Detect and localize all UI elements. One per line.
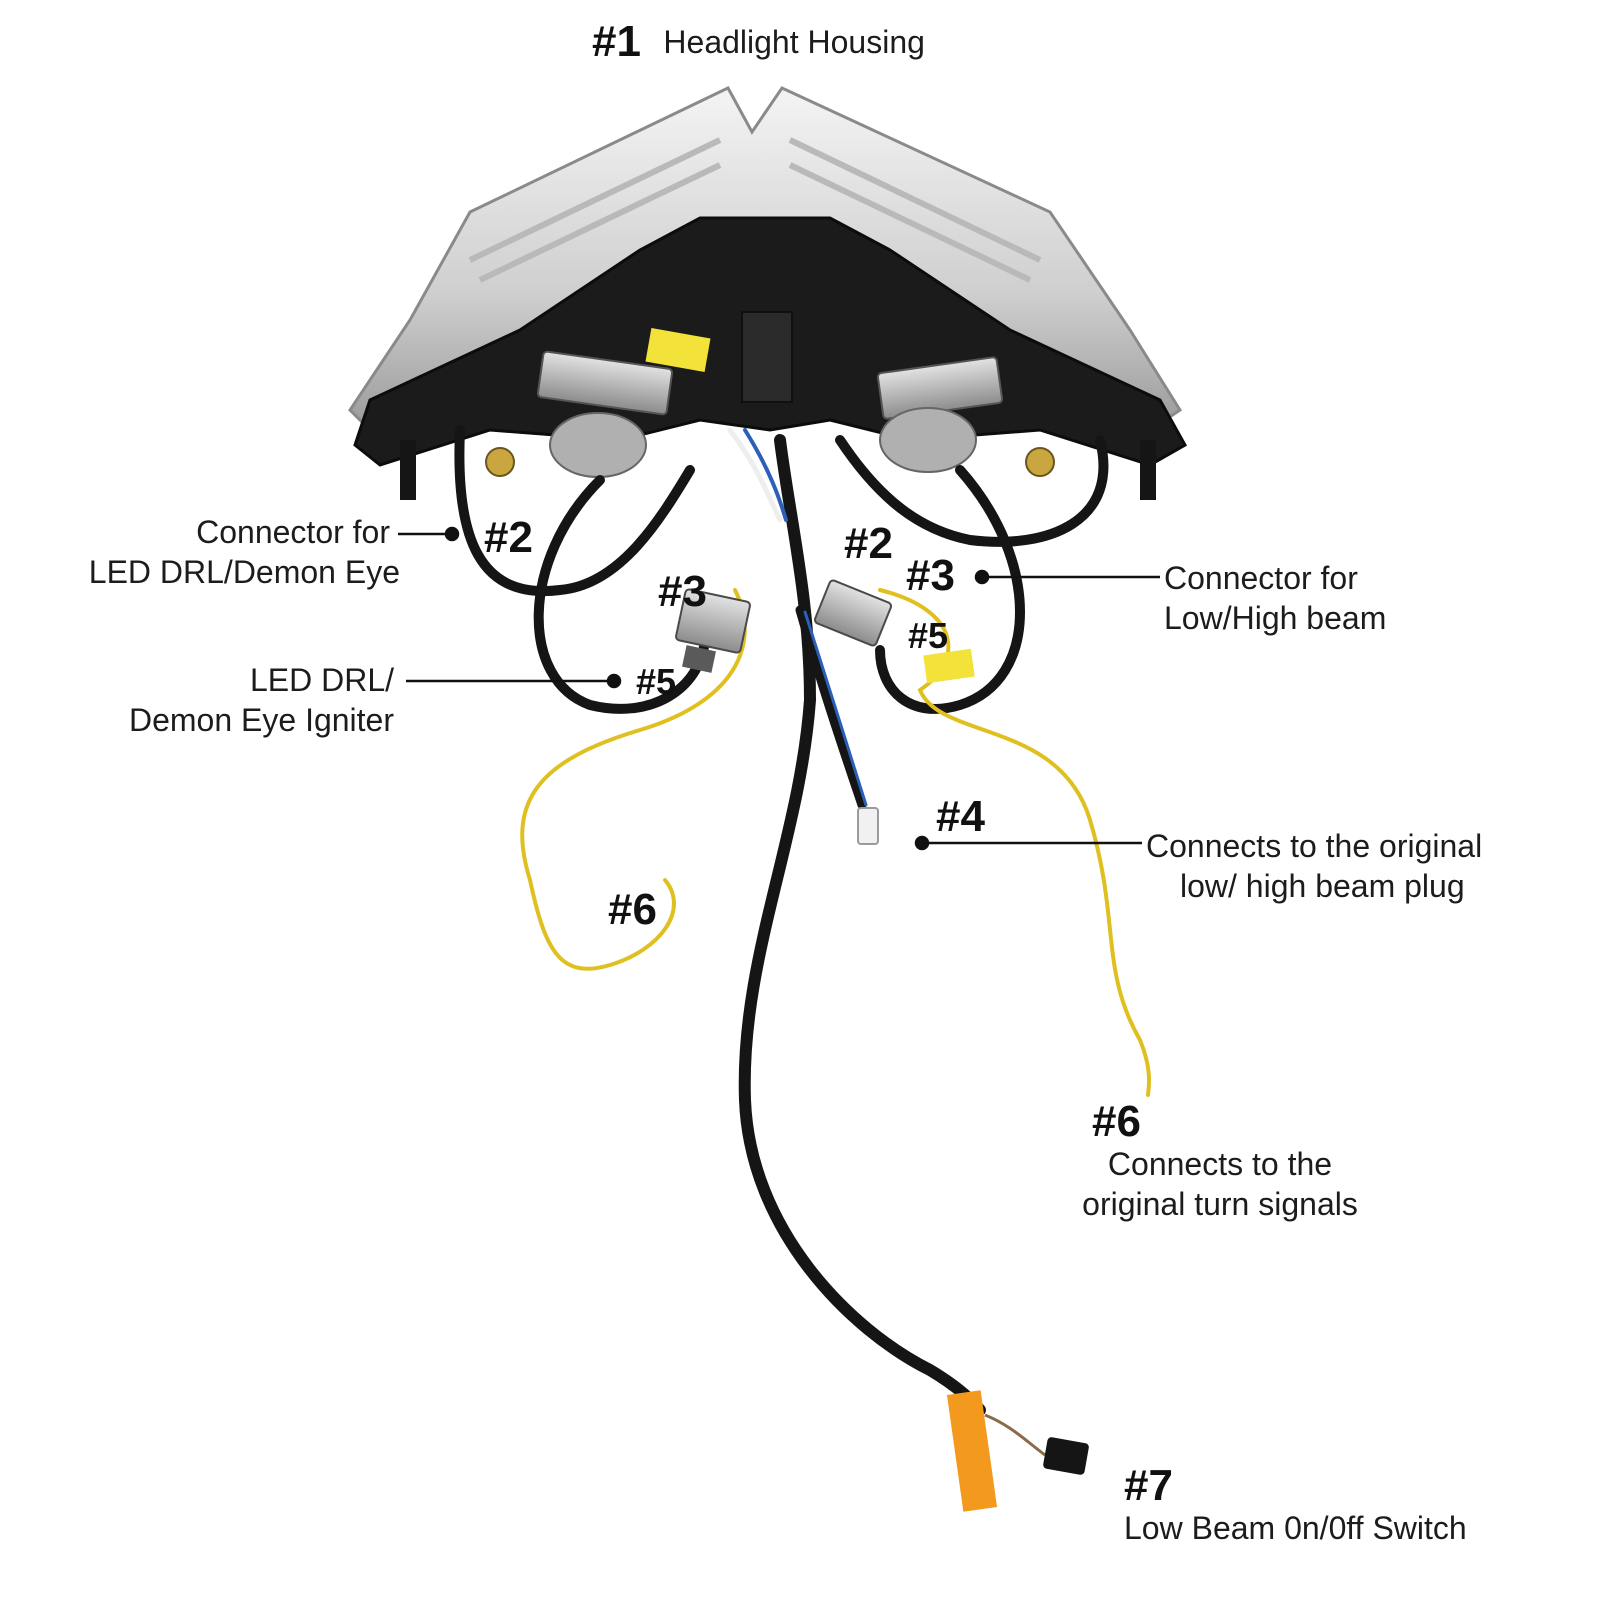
mount-post-right <box>1140 440 1156 500</box>
wire-left-loop <box>533 475 710 714</box>
igniter-label-line2: Demon Eye Igniter <box>128 702 394 738</box>
igniter-label-line1: LED DRL/ <box>249 662 394 698</box>
beam-plug-label-line2: low/ high beam plug <box>1180 868 1465 904</box>
lens-ribs <box>468 137 1042 283</box>
title-text: Headlight Housing <box>663 24 925 60</box>
igniter-number: #5 <box>636 661 677 702</box>
marker-left-6: #6 <box>608 885 657 934</box>
adjuster-screw-left <box>485 447 515 477</box>
turn-signals-label-line1: Connects to the <box>1107 1146 1333 1182</box>
igniter-module-right <box>813 579 975 684</box>
drl-connector-label-line1: Connector for <box>196 514 390 550</box>
lead-blue <box>743 428 788 522</box>
beam-plug-number: #4 <box>936 792 985 841</box>
wire-plug-pair <box>795 605 867 810</box>
lead-white <box>727 427 783 523</box>
switch-leads <box>984 1413 1046 1457</box>
mount-post-left <box>400 440 416 500</box>
wire-main-trunk <box>738 434 986 1416</box>
heatsink-right <box>879 407 977 473</box>
beam-connector-label-line2: Low/High beam <box>1164 600 1387 636</box>
turn-signal-wire-left <box>520 588 747 971</box>
title: #1 Headlight Housing <box>592 18 925 66</box>
beam-plug-label-line1: Connects to the original <box>1146 828 1483 864</box>
drl-connector-label-line2: LED DRL/Demon Eye <box>88 554 400 590</box>
igniter-module-left <box>675 588 751 673</box>
turn-signals-number: #6 <box>1092 1097 1141 1146</box>
leader-igniter-dot <box>606 673 622 689</box>
beam-plug-connector <box>857 807 879 845</box>
switch-label: Low Beam 0n/0ff Switch <box>1124 1510 1467 1546</box>
title-number: #1 <box>592 17 641 66</box>
turn-signals-label-line2: original turn signals <box>1082 1186 1358 1222</box>
wiring-harness <box>454 425 1151 1416</box>
marker-right-5: #5 <box>908 615 949 656</box>
drl-module-left <box>536 350 674 416</box>
center-mount <box>741 311 793 403</box>
marker-left-3: #3 <box>658 567 707 616</box>
wire-drl-left <box>454 425 695 597</box>
beam-connector-label-line1: Connector for <box>1164 560 1358 596</box>
adjuster-screw-right <box>1025 447 1055 477</box>
wire-beam-right <box>835 435 1109 547</box>
switch-tag <box>946 1390 998 1512</box>
leader-beam-plug-dot <box>914 835 930 851</box>
switch-number: #7 <box>1124 1461 1173 1510</box>
marker-right-2: #2 <box>844 519 893 568</box>
headlight-housing <box>348 86 1188 500</box>
wire-right-loop <box>875 465 1025 714</box>
yellow-sticker <box>645 328 711 372</box>
leader-lines <box>398 526 1160 851</box>
igniter-tag <box>923 648 975 684</box>
leader-drl-connector-dot <box>444 526 460 542</box>
switch-connector <box>1043 1437 1089 1475</box>
drl-connector-number: #2 <box>484 513 533 562</box>
heatsink-left <box>549 412 647 478</box>
wire-plug-blue <box>803 610 868 807</box>
leader-beam-connector-dot <box>974 569 990 585</box>
beam-connector-number: #3 <box>906 551 955 600</box>
